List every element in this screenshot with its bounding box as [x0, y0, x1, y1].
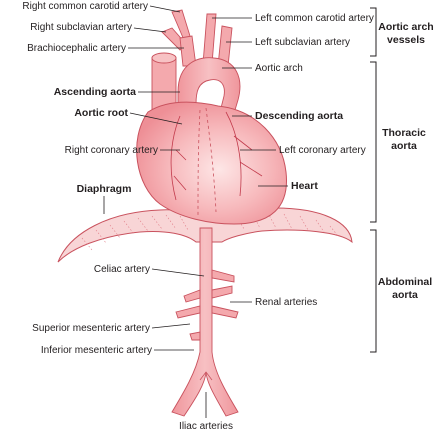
label-celiac: Celiac artery: [94, 264, 150, 275]
label-right-common-carotid: Right common carotid artery: [22, 1, 148, 12]
label-heart: Heart: [291, 180, 318, 192]
label-brachiocephalic: Brachiocephalic artery: [27, 43, 126, 54]
label-left-common-carotid: Left common carotid artery: [255, 13, 374, 24]
great-vessels: [161, 9, 233, 67]
label-right-subclavian: Right subclavian artery: [30, 22, 132, 33]
sup-mesenteric-right-vessel: [211, 305, 239, 319]
region-aortic-arch-vessels-line1: Aortic arch: [378, 21, 433, 33]
leader-lines: [103, 5, 288, 418]
label-inferior-mesenteric: Inferior mesenteric artery: [41, 345, 152, 356]
inf-mesenteric-vessel: [189, 331, 201, 341]
region-thoracic-line2: aorta: [391, 140, 417, 152]
sup-mesenteric-left-vessel: [175, 305, 201, 319]
region-thoracic-line1: Thoracic: [382, 127, 426, 139]
renal-right-vessel: [211, 285, 233, 299]
region-abdominal-line1: Abdominal: [378, 276, 432, 288]
brace-aortic-arch-vessels: [370, 7, 377, 57]
region-abdominal-line2: aorta: [392, 289, 418, 301]
abdominal-branches: [175, 269, 239, 341]
region-braces: [370, 7, 377, 353]
label-descending-aorta: Descending aorta: [255, 110, 343, 122]
label-left-coronary: Left coronary artery: [279, 145, 366, 156]
label-aortic-arch: Aortic arch: [255, 63, 303, 74]
celiac-vessel: [211, 269, 235, 283]
label-ascending-aorta: Ascending aorta: [54, 86, 136, 98]
region-labels: Aortic arch vessels Thoracic aorta Abdom…: [378, 21, 434, 301]
anatomy-labels: Right common carotid artery Right subcla…: [22, 1, 374, 432]
left-common-carotid-vessel: [202, 13, 217, 65]
renal-left-vessel: [183, 289, 201, 303]
label-aortic-root: Aortic root: [74, 107, 128, 119]
label-diaphragm: Diaphragm: [77, 183, 132, 195]
brace-abdominal: [370, 229, 377, 353]
label-left-subclavian: Left subclavian artery: [255, 37, 350, 48]
label-renal: Renal arteries: [255, 297, 317, 308]
brace-thoracic: [370, 61, 377, 223]
region-aortic-arch-vessels-line2: vessels: [387, 34, 425, 46]
heart-shape: [136, 101, 287, 225]
label-iliac: Iliac arteries: [179, 421, 233, 432]
label-superior-mesenteric: Superior mesenteric artery: [32, 323, 150, 334]
label-right-coronary: Right coronary artery: [65, 145, 158, 156]
